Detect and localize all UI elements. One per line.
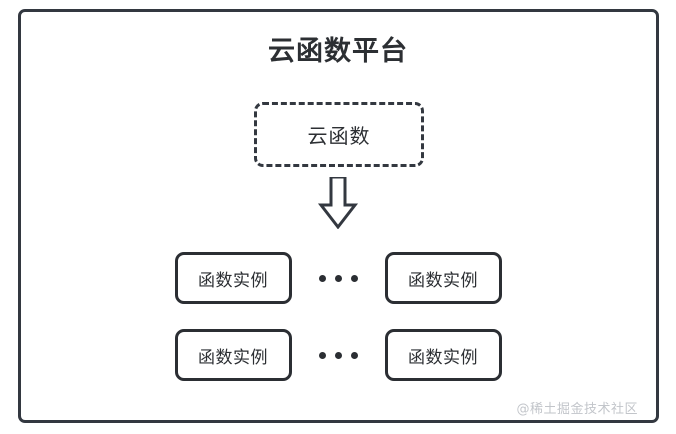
ellipsis-icon	[292, 252, 385, 304]
function-instance-box: 函数实例	[174, 329, 292, 381]
ellipsis-dot	[334, 274, 342, 282]
watermark: @稀土掘金技术社区	[516, 402, 638, 417]
ellipsis-dot	[318, 274, 326, 282]
cloud-function-label: 云函数	[307, 124, 371, 148]
cloud-function-node: 云函数	[254, 102, 424, 167]
ellipsis-icon	[292, 329, 385, 381]
ellipsis-dot	[334, 351, 342, 359]
ellipsis-dot	[318, 351, 326, 359]
ellipsis-dot	[350, 351, 358, 359]
function-instance-label: 函数实例	[408, 270, 478, 291]
down-arrow-icon	[317, 177, 359, 229]
function-instance-box: 函数实例	[384, 252, 502, 304]
function-instance-box: 函数实例	[384, 329, 502, 381]
function-instance-label: 函数实例	[198, 347, 268, 368]
function-instance-label: 函数实例	[408, 347, 478, 368]
page-title: 云函数平台	[268, 36, 408, 67]
ellipsis-dot	[350, 274, 358, 282]
instance-row: 函数实例 函数实例	[0, 252, 676, 304]
function-instance-label: 函数实例	[198, 270, 268, 291]
instance-row: 函数实例 函数实例	[0, 329, 676, 381]
function-instance-box: 函数实例	[174, 252, 292, 304]
